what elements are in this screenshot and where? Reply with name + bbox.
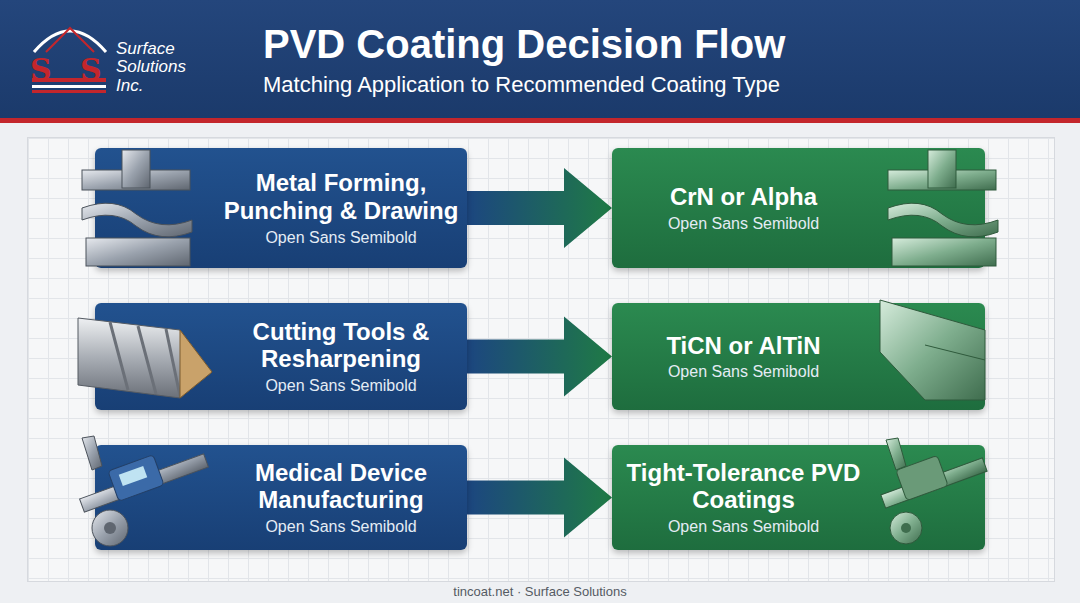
subtitle: Matching Application to Recommended Coat… (263, 72, 780, 98)
font-note: Open Sans Semibold (265, 517, 416, 536)
box-heading: Metal Forming, Punching & Drawing (223, 169, 459, 224)
coating-box: Tight-Tolerance PVD CoatingsOpen Sans Se… (612, 445, 985, 550)
font-note: Open Sans Semibold (265, 228, 416, 247)
box-heading: TiCN or AlTiN (666, 332, 820, 360)
coating-box: CrN or AlphaOpen Sans Semibold (612, 148, 985, 268)
flow-arrow (467, 317, 612, 397)
flow-arrow (467, 458, 612, 538)
font-note: Open Sans Semibold (668, 214, 819, 233)
font-note: Open Sans Semibold (668, 517, 819, 536)
box-heading: Tight-Tolerance PVD Coatings (620, 459, 867, 514)
flow-arrow (467, 168, 612, 248)
box-heading: Cutting Tools & Resharpening (223, 318, 459, 373)
application-box: Medical Device ManufacturingOpen Sans Se… (95, 445, 467, 550)
box-heading: CrN or Alpha (670, 183, 817, 211)
logo-letter: S (30, 52, 52, 87)
coating-box: TiCN or AlTiN Open Sans Semibold (612, 303, 985, 410)
company-name: Surface Solutions Inc. (116, 40, 206, 95)
logo-letter: S (80, 52, 102, 87)
application-box: Cutting Tools & ResharpeningOpen Sans Se… (95, 303, 467, 410)
box-heading: Medical Device Manufacturing (223, 459, 459, 514)
footer-note: tincoat.net · Surface Solutions (0, 584, 1080, 599)
header-rule (0, 118, 1080, 123)
font-note: Open Sans Semibold (668, 362, 819, 381)
application-box: Metal Forming, Punching & DrawingOpen Sa… (95, 148, 467, 268)
page-title: PVD Coating Decision Flow (263, 22, 785, 67)
font-note: Open Sans Semibold (265, 376, 416, 395)
